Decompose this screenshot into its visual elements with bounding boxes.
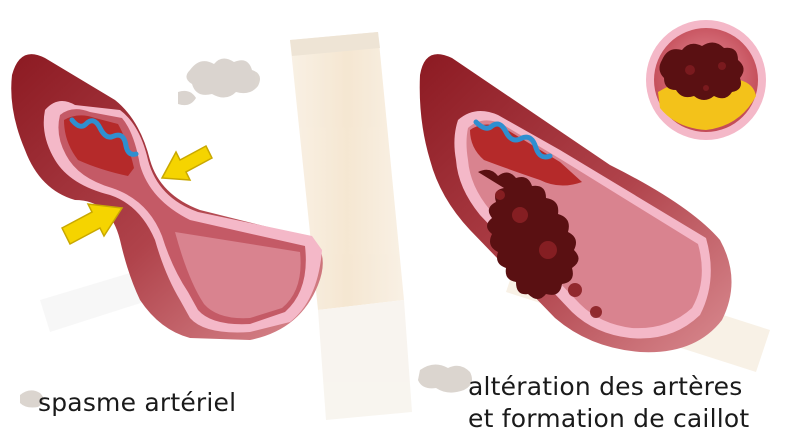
arrow-left-icon bbox=[162, 146, 212, 180]
caption-spasm-line-1: spasme artériel bbox=[38, 388, 236, 417]
arrow-right-icon bbox=[62, 204, 122, 244]
caption-spasm: spasme artériel bbox=[38, 387, 236, 419]
caption-clot-line-1: altération des artères bbox=[468, 371, 749, 403]
caption-clot-line-2: et formation de caillot bbox=[468, 403, 749, 435]
caption-clot: altération des artères et formation de c… bbox=[468, 371, 749, 435]
cross-section-inset bbox=[646, 20, 766, 140]
background-cigarette bbox=[290, 32, 412, 420]
